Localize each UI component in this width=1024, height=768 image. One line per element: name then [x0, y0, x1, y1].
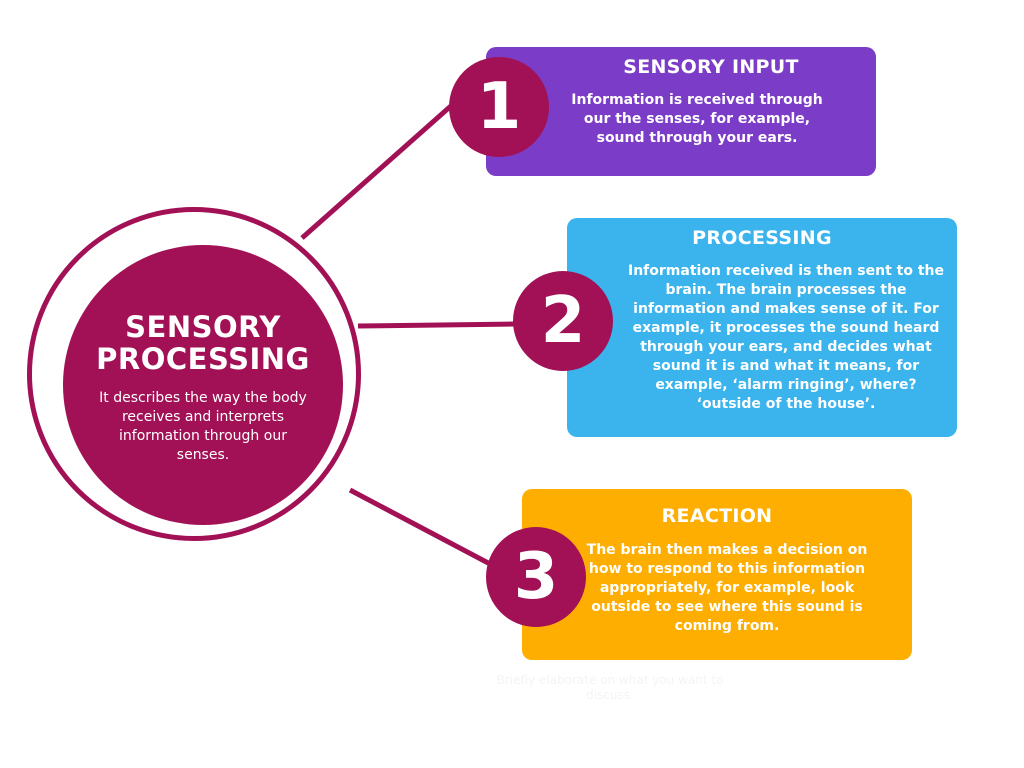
step-number-badge-2: 2 [513, 271, 613, 371]
center-title: SENSORY PROCESSING [63, 311, 343, 375]
center-title-line1: SENSORY [125, 310, 281, 344]
step-body: The brain then makes a decision on how t… [586, 542, 868, 634]
center-circle: SENSORY PROCESSING It describes the way … [63, 245, 343, 525]
connector-line-3 [348, 487, 494, 568]
step-title: SENSORY INPUT [623, 56, 799, 78]
step-title: REACTION [661, 505, 773, 527]
step-card-sensory-input: SENSORY INPUT Information is received th… [486, 47, 876, 176]
center-description: It describes the way the body receives a… [99, 390, 307, 463]
step-card-reaction: REACTION The brain then makes a decision… [522, 489, 912, 660]
connector-line-1 [300, 103, 454, 240]
step-number-badge-3: 3 [486, 527, 586, 627]
connector-line-2 [357, 321, 516, 329]
step-number-badge-1: 1 [449, 57, 549, 157]
step-title: PROCESSING [692, 227, 832, 249]
center-title-line2: PROCESSING [96, 342, 310, 376]
step-card-processing: PROCESSING Information received is then … [567, 218, 957, 437]
step-body: Information is received through our the … [571, 92, 823, 146]
placeholder-text: Briefly elaborate on what you want to di… [496, 673, 724, 702]
center-outer-ring [27, 207, 361, 541]
step-body: Information received is then sent to the… [628, 263, 944, 412]
